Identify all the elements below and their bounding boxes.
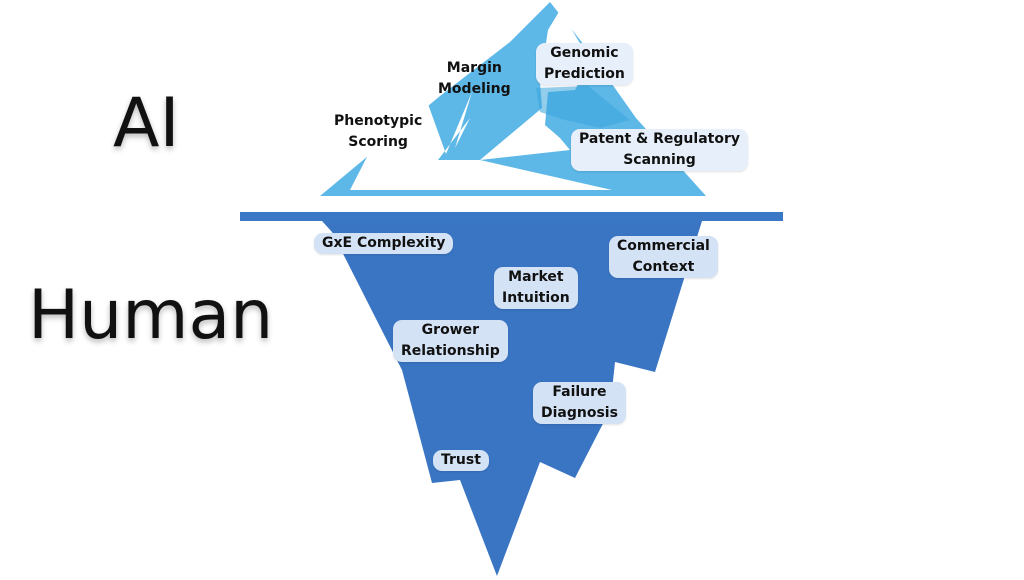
tag-line: Scanning	[623, 152, 696, 168]
tag-margin-modeling: Margin Modeling	[438, 58, 511, 100]
tag-line: Trust	[441, 452, 481, 468]
tag-trust: Trust	[433, 450, 489, 471]
tag-line: Phenotypic	[334, 113, 423, 129]
water-line	[240, 212, 783, 221]
tag-grower-relationship: Grower Relationship	[393, 320, 508, 362]
tag-line: Patent & Regulatory	[579, 131, 740, 147]
tag-phenotypic-scoring: Phenotypic Scoring	[334, 111, 422, 153]
tag-commercial-context: Commercial Context	[609, 236, 718, 278]
tag-genomic-prediction: Genomic Prediction	[536, 43, 633, 85]
iceberg-underwater	[322, 221, 702, 576]
tag-line: Grower	[421, 322, 480, 338]
tag-gxe-complexity: GxE Complexity	[314, 233, 454, 254]
tag-line: Market	[508, 269, 564, 285]
tag-line: Margin	[446, 60, 502, 76]
tag-line: Prediction	[544, 66, 625, 82]
tag-patent-regulatory-scanning: Patent & Regulatory Scanning	[571, 129, 748, 171]
ice-facet-left	[350, 92, 612, 190]
human-label: Human	[28, 276, 274, 355]
tag-line: Context	[632, 259, 695, 275]
tag-line: GxE Complexity	[322, 235, 446, 251]
ice-facet-mid	[536, 86, 630, 128]
tag-line: Commercial	[617, 238, 710, 254]
tag-line: Genomic	[550, 45, 619, 61]
tag-line: Modeling	[438, 81, 511, 97]
tag-failure-diagnosis: Failure Diagnosis	[533, 382, 626, 424]
tag-line: Scoring	[348, 134, 408, 150]
tag-line: Relationship	[401, 343, 500, 359]
tag-market-intuition: Market Intuition	[494, 267, 578, 309]
tag-line: Intuition	[502, 290, 570, 306]
tag-line: Failure	[552, 384, 607, 400]
tag-line: Diagnosis	[541, 405, 618, 421]
ai-label: AI	[113, 84, 180, 163]
